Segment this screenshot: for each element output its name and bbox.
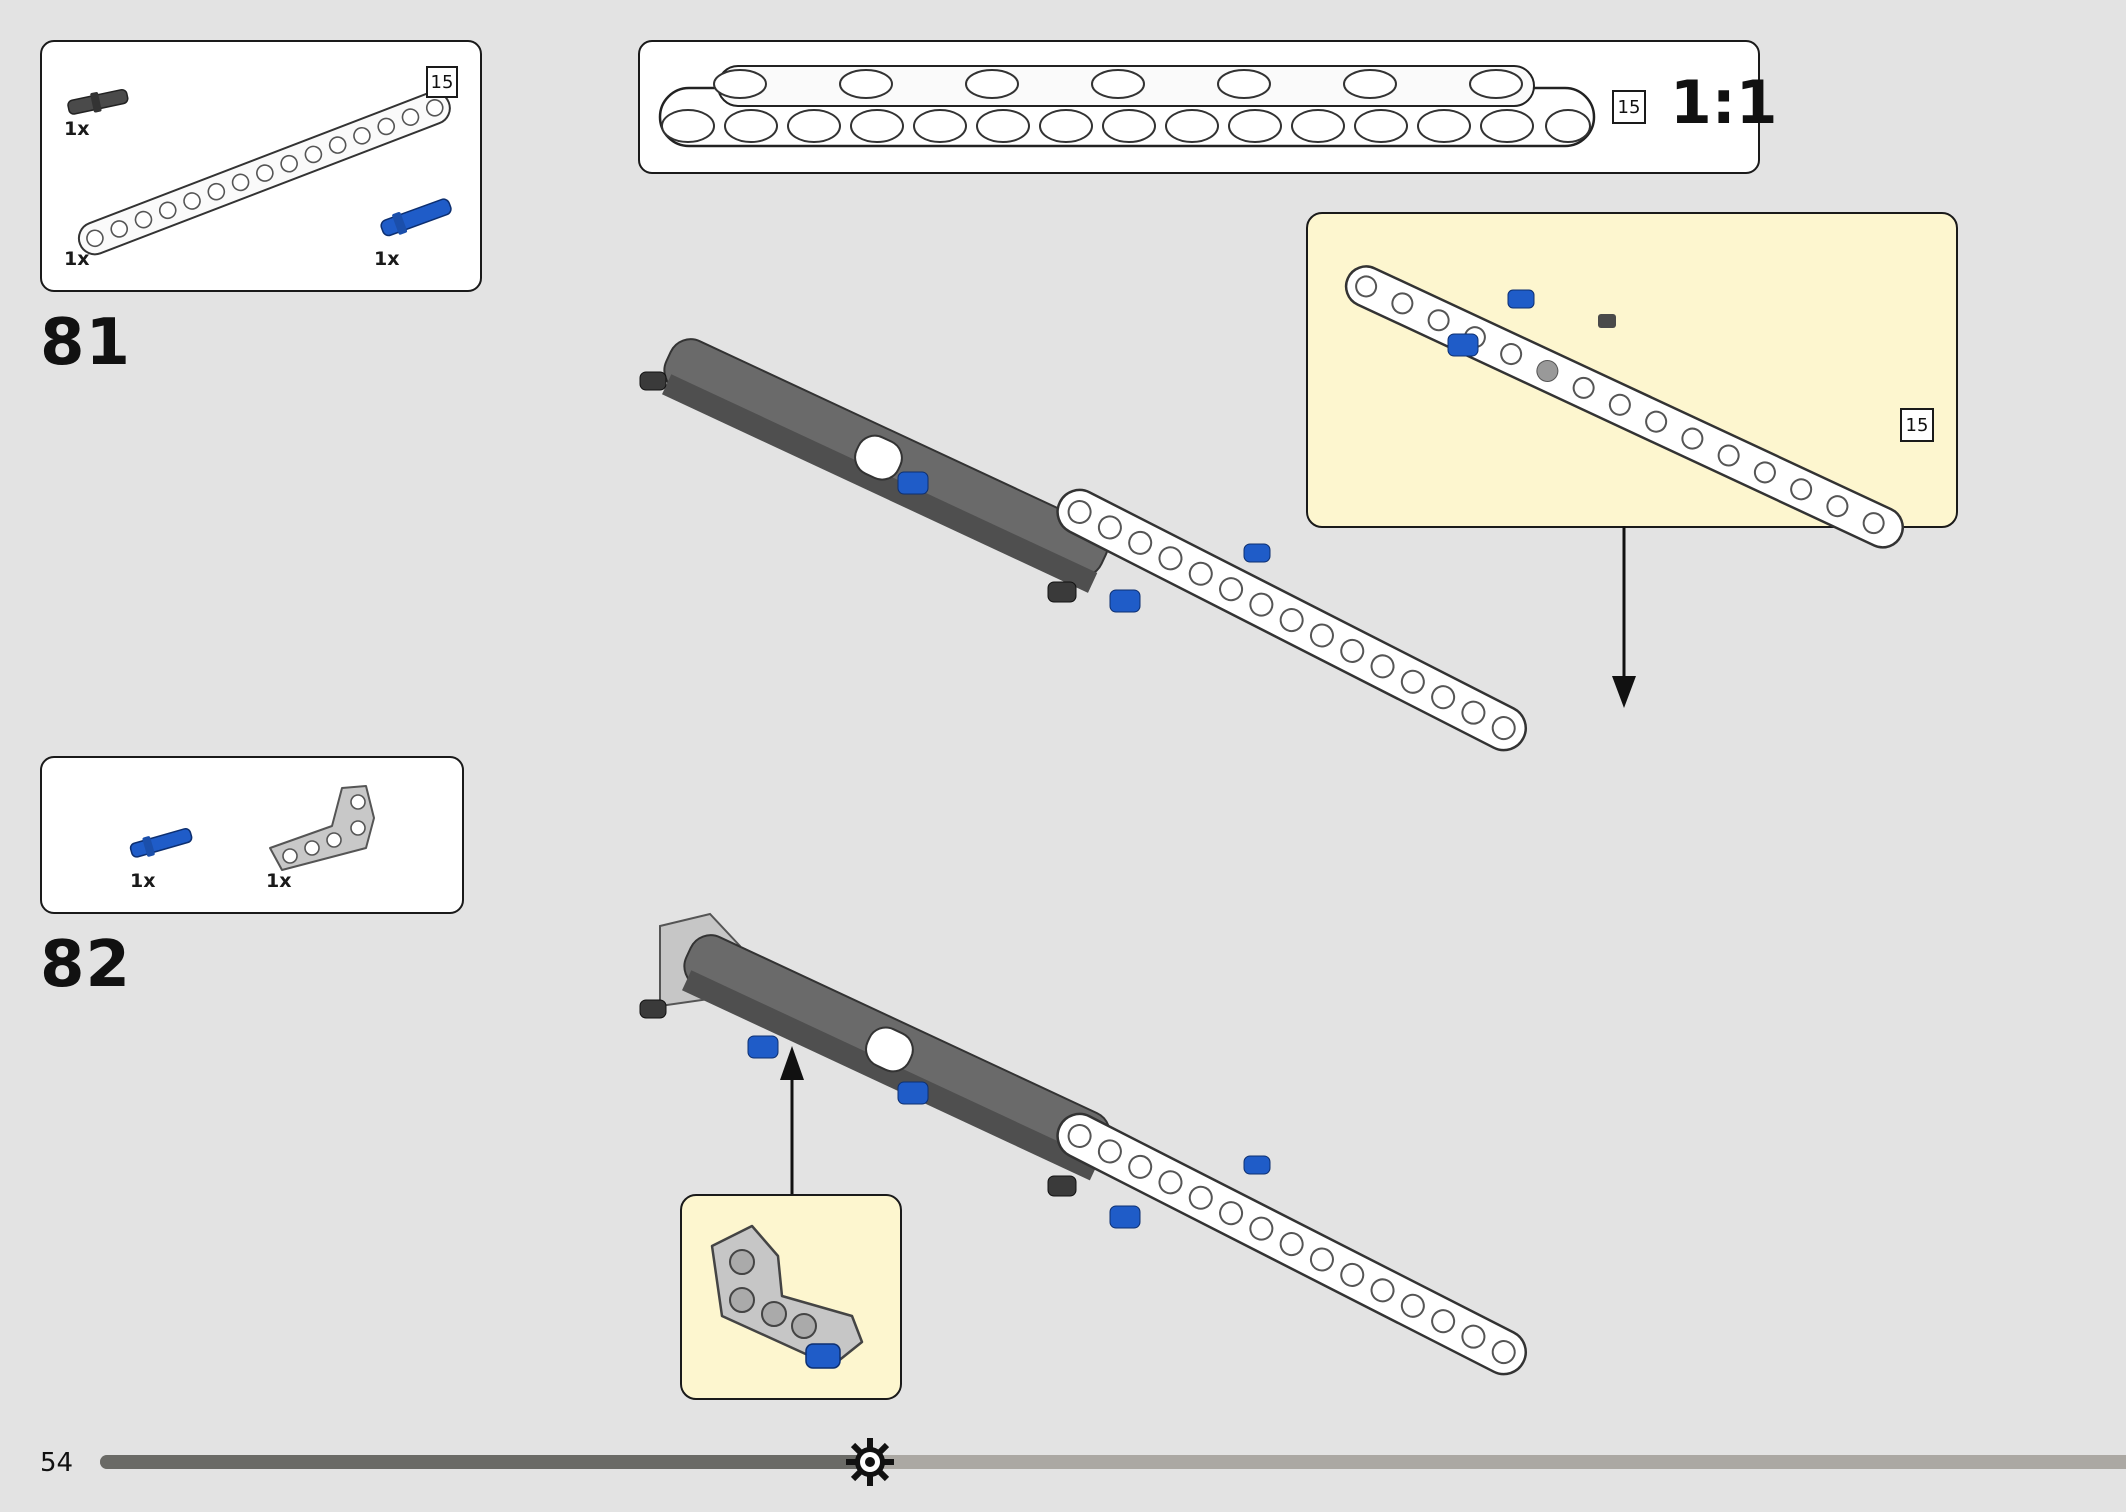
- callout-81-arrow: [1612, 526, 1636, 708]
- gray-angled-beam-image: [269, 785, 375, 871]
- step-number-82: 82: [40, 928, 132, 1002]
- qty-gray-pin: 1x: [64, 118, 90, 140]
- qty-white-beam: 1x: [64, 248, 90, 270]
- blue-pin-image-82: [129, 827, 193, 858]
- progress-bar-fill: [100, 1455, 870, 1469]
- gray-pin-image: [67, 88, 129, 115]
- beam-length-badge: 15: [426, 66, 458, 98]
- step-81-callout: 15: [1306, 212, 1958, 549]
- qty-blue-pin-82: 1x: [130, 870, 156, 892]
- beam-1to1-image: [658, 65, 1596, 148]
- qty-blue-pin: 1x: [374, 248, 400, 270]
- callout-beam-with-pins-image: [1344, 265, 1904, 549]
- step-82-model-image: [639, 912, 1527, 1376]
- page-number: 54: [40, 1448, 74, 1478]
- scale-ratio-label: 1:1: [1670, 68, 1778, 138]
- scale-length-badge: 15: [1612, 90, 1646, 124]
- step-number-81: 81: [40, 306, 132, 380]
- callout-length-badge: 15: [1900, 408, 1934, 442]
- parts-panel-step-81: 1x 15 1x 1x: [40, 40, 482, 292]
- white-beam-15-image: [77, 91, 451, 256]
- step-81-model-image: [639, 338, 1527, 752]
- progress-bar: [100, 1455, 2126, 1469]
- callout-angled-beam-with-pin-image: [710, 1224, 864, 1369]
- scale-panel: 15 1:1: [638, 40, 1778, 174]
- qty-gray-angled-beam: 1x: [266, 870, 292, 892]
- progress-gear-icon: [845, 1438, 894, 1486]
- blue-pin-image: [380, 198, 452, 237]
- callout-82-arrow: [780, 1046, 804, 1196]
- parts-panel-step-82: 1x 1x: [40, 756, 464, 914]
- step-82-callout: [680, 1194, 902, 1400]
